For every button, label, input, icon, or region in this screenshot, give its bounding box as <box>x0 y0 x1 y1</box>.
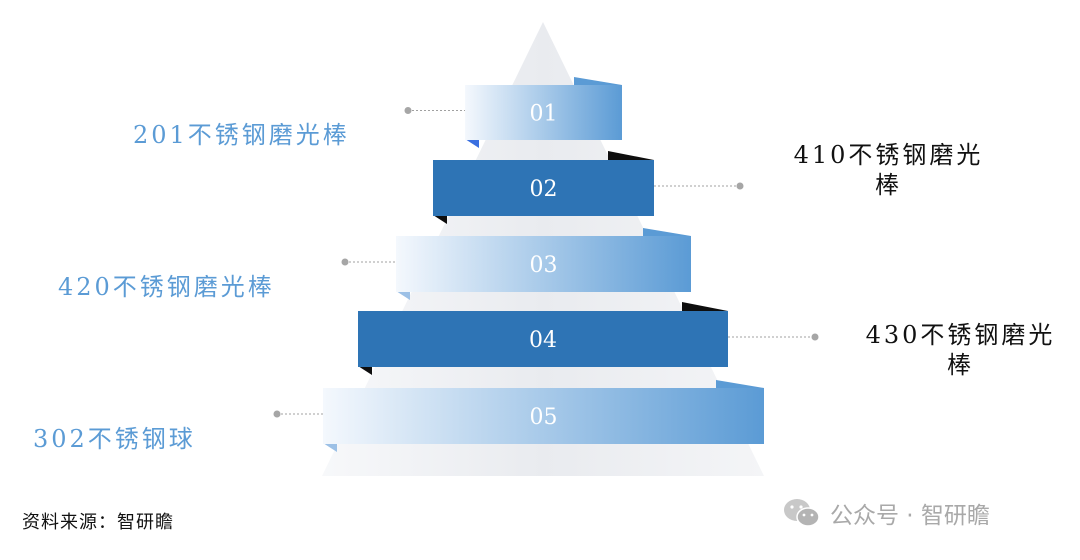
tier-1-fold-top <box>574 77 622 86</box>
tier-4-fold-bottom <box>358 366 372 375</box>
tier-number-2: 02 <box>530 177 558 202</box>
tier-2-leader-dot <box>736 182 744 190</box>
tier-label-01: 201不锈钢磨光棒 <box>133 121 350 149</box>
tier-label-02-text: 410不锈钢磨光棒 <box>793 141 984 199</box>
watermark-text: 公众号 · 智研瞻 <box>830 503 990 529</box>
tier-1-fold-bottom <box>465 139 479 148</box>
tier-band-5 <box>323 388 764 444</box>
tier-4-fold-top <box>682 302 728 312</box>
tier-3-leader-dot <box>341 258 349 266</box>
tier-number-5: 05 <box>530 405 558 430</box>
tier-3-fold-bottom <box>396 291 410 300</box>
tier-4-leader-dot <box>811 333 819 341</box>
tier-band-1 <box>465 85 622 140</box>
tier-5-fold-bottom <box>323 443 337 452</box>
tier-2-fold-top <box>608 151 654 161</box>
tier-label-04-text: 430不锈钢磨光棒 <box>865 321 1056 379</box>
tier-number-3: 03 <box>530 253 558 278</box>
tier-label-02: 410不锈钢磨光棒 <box>786 140 991 200</box>
tier-band-4 <box>358 311 728 367</box>
tier-band-3 <box>396 236 691 292</box>
tier-5-fold-top <box>716 380 764 389</box>
tier-number-1: 01 <box>530 102 558 127</box>
tier-number-4: 04 <box>529 328 557 353</box>
source-note: 资料来源：智研瞻 <box>22 512 174 533</box>
tier-2-fold-bottom <box>433 215 447 224</box>
tier-label-03: 420不锈钢磨光棒 <box>58 273 275 301</box>
tier-label-04: 430不锈钢磨光棒 <box>858 320 1063 380</box>
tier-band-2 <box>433 160 654 216</box>
tier-label-05: 302不锈钢球 <box>33 425 196 453</box>
tier-5-leader-dot <box>273 410 281 418</box>
watermark: 公众号 · 智研瞻 <box>782 496 990 530</box>
wechat-icon <box>784 499 820 527</box>
tier-1-leader-dot <box>404 107 412 114</box>
tier-3-fold-top <box>643 228 691 237</box>
